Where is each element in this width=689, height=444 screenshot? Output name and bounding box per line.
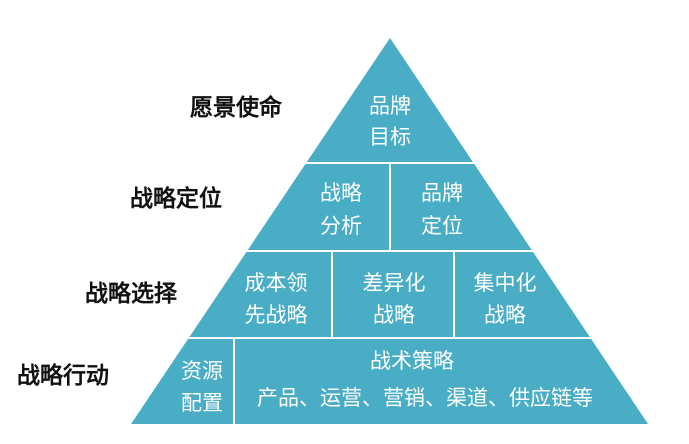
- cell-text-resource-allocation-line1: 资源: [181, 359, 223, 383]
- cell-text-resource-allocation-line2: 配置: [181, 391, 223, 415]
- cell-text-brand-positioning-line2: 定位: [421, 214, 463, 238]
- cell-text-strategy-analysis-line1: 战略: [320, 181, 362, 205]
- cell-text-focus-line2: 战略: [484, 303, 526, 327]
- cell-text-brand-positioning-line1: 品牌: [421, 181, 463, 205]
- level-label-vision-mission: 愿景使命: [190, 95, 282, 121]
- cell-text-cost-leadership-line1: 成本领: [245, 271, 308, 295]
- cell-text-brand-goal-line1: 品牌: [369, 94, 411, 118]
- cell-text-cost-leadership-line2: 先战略: [245, 303, 308, 327]
- cell-text-brand-goal-line2: 目标: [369, 125, 411, 149]
- cell-text-strategy-analysis-line2: 分析: [320, 214, 362, 238]
- cell-text-tactics-detail: 产品、运营、营销、渠道、供应链等: [257, 386, 593, 410]
- level-label-strategic-choice: 战略选择: [85, 281, 177, 307]
- level-label-strategic-positioning: 战略定位: [130, 186, 222, 212]
- level-label-strategic-action: 战略行动: [17, 363, 109, 389]
- cell-text-differentiation-line2: 战略: [373, 303, 415, 327]
- cell-text-differentiation-line1: 差异化: [363, 271, 426, 295]
- cell-text-tactics-title: 战术策略: [370, 349, 454, 373]
- cell-text-focus-line1: 集中化: [474, 271, 537, 295]
